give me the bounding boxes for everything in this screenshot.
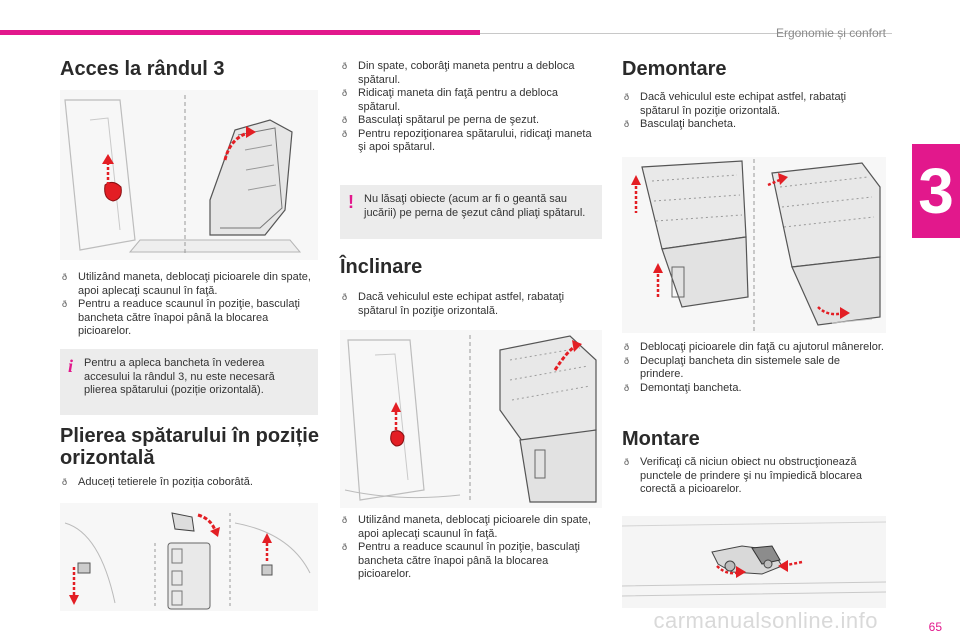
list-item: Utilizând maneta, deblocaţi picioarele d… bbox=[60, 271, 322, 298]
list-item: Basculaţi spătarul pe perna de şezut. bbox=[340, 114, 602, 128]
list-item: Utilizând maneta, deblocaţi picioarele d… bbox=[340, 514, 602, 541]
warning-icon: ! bbox=[348, 192, 354, 212]
list-item: Din spate, coborâţi maneta pentru a debl… bbox=[340, 60, 602, 87]
list-item: Verificaţi că niciun obiect nu obstrucţi… bbox=[622, 456, 886, 497]
list-item: Dacă vehiculul este echipat astfel, raba… bbox=[622, 91, 886, 118]
bullets-deblocare: Deblocaţi picioarele din faţă cu ajutoru… bbox=[622, 341, 886, 395]
chapter-title: Ergonomie și confort bbox=[775, 26, 886, 40]
list-item: Decuplaţi bancheta din sistemele sale de… bbox=[622, 355, 886, 382]
heading-demontare: Demontare bbox=[622, 58, 727, 80]
warning-box: ! Nu lăsaţi obiecte (acum ar fi o geantă… bbox=[340, 185, 602, 239]
bullets-inclinare: Dacă vehiculul este echipat astfel, raba… bbox=[340, 291, 602, 318]
bullets-acces-rand-3: Utilizând maneta, deblocaţi picioarele d… bbox=[60, 271, 322, 339]
bullets-demontare: Dacă vehiculul este echipat astfel, raba… bbox=[622, 91, 886, 132]
bullets-spatar-manete: Din spate, coborâţi maneta pentru a debl… bbox=[340, 60, 602, 155]
figure-headrest-lever bbox=[60, 503, 318, 611]
page-number: 65 bbox=[928, 620, 942, 634]
chapter-tab: 3 bbox=[912, 144, 960, 238]
list-item: Pentru a readuce scaunul în poziţie, bas… bbox=[60, 298, 322, 339]
heading-acces-rand-3: Acces la rândul 3 bbox=[60, 58, 225, 80]
figure-mounting-points bbox=[622, 516, 886, 608]
figure-seat-tilt-forward bbox=[60, 90, 318, 260]
heading-pliere-spatar: Plierea spătarului în poziție orizontală bbox=[60, 425, 319, 469]
list-item: Aduceți tetierele în poziția coborâtă. bbox=[60, 476, 322, 490]
list-item: Pentru a readuce scaunul în poziţie, bas… bbox=[340, 541, 602, 582]
list-item: Basculaţi bancheta. bbox=[622, 118, 886, 132]
heading-montare: Montare bbox=[622, 428, 700, 450]
info-box: i Pentru a apleca bancheta în vederea ac… bbox=[60, 349, 318, 415]
list-item: Dacă vehiculul este echipat astfel, raba… bbox=[340, 291, 602, 318]
list-item: Demontaţi bancheta. bbox=[622, 382, 886, 396]
list-item: Ridicaţi maneta din faţă pentru a debloc… bbox=[340, 87, 602, 114]
info-icon: i bbox=[68, 356, 74, 376]
header-accent-bar bbox=[0, 30, 480, 35]
figure-backrest-recline bbox=[340, 330, 602, 508]
figure-bench-removal bbox=[622, 157, 886, 333]
bullets-montare: Verificaţi că niciun obiect nu obstrucţi… bbox=[622, 456, 886, 497]
list-item: Deblocaţi picioarele din faţă cu ajutoru… bbox=[622, 341, 886, 355]
bullets-pliere-spatar: Aduceți tetierele în poziția coborâtă. bbox=[60, 476, 322, 490]
header-rule bbox=[480, 33, 892, 34]
watermark: carmanualsonline.info bbox=[653, 608, 878, 633]
info-box-text: Pentru a apleca bancheta în vederea acce… bbox=[84, 357, 275, 396]
warning-box-text: Nu lăsaţi obiecte (acum ar fi o geantă s… bbox=[364, 193, 586, 219]
heading-inclinare: Înclinare bbox=[340, 256, 423, 278]
bullets-inclinare-picioare: Utilizând maneta, deblocaţi picioarele d… bbox=[340, 514, 602, 582]
list-item: Pentru repoziţionarea spătarului, ridica… bbox=[340, 128, 602, 155]
